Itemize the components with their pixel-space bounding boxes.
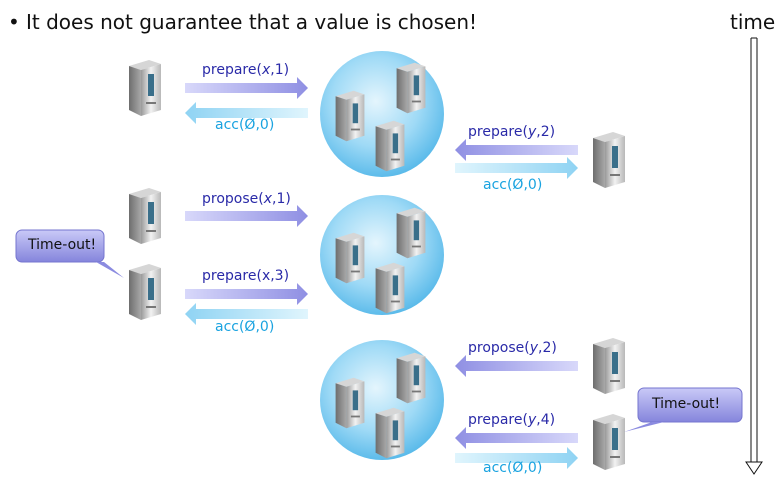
arrow-prepare-y4 <box>455 427 578 449</box>
msg-label: prepare(x,1) <box>202 62 290 78</box>
msg-label: propose(y,2) <box>468 340 557 356</box>
time-label: time <box>730 10 776 34</box>
arrow-acc-2 <box>455 157 578 179</box>
msg-label: acc(Ø,0) <box>483 460 543 476</box>
msg-label: prepare(y,4) <box>468 412 556 428</box>
timeout-callout-right <box>624 387 743 432</box>
bullet-statement: •It does not guarantee that a value is c… <box>8 10 477 34</box>
timeout-label-left: Time-out! <box>28 237 97 253</box>
arrow-acc-3 <box>185 303 308 325</box>
timeout-callout-left <box>15 229 124 278</box>
arrow-propose-y2 <box>455 355 578 377</box>
arrow-prepare-x1 <box>185 77 308 99</box>
time-arrow <box>745 37 763 475</box>
arrow-prepare-y2 <box>455 139 578 161</box>
proposer-x-server-3 <box>129 264 161 320</box>
msg-label: acc(Ø,0) <box>483 177 543 193</box>
msg-label: propose(x,1) <box>202 191 291 207</box>
msg-label: prepare(x,3) <box>202 268 290 284</box>
proposer-y-server-1 <box>593 132 625 188</box>
proposer-y-server-3 <box>593 414 625 470</box>
bullet-text: It does not guarantee that a value is ch… <box>26 10 478 34</box>
bullet-symbol: • <box>8 10 20 34</box>
timeout-label-right: Time-out! <box>652 396 721 412</box>
arrow-prepare-x3 <box>185 283 308 305</box>
msg-label: prepare(y,2) <box>468 124 556 140</box>
arrow-acc-4 <box>455 447 578 469</box>
msg-label: acc(Ø,0) <box>215 319 275 335</box>
arrow-propose-x1 <box>185 205 308 227</box>
proposer-y-server-2 <box>593 338 625 394</box>
msg-label: acc(Ø,0) <box>215 117 275 133</box>
arrow-acc-1 <box>185 102 308 124</box>
proposer-x-server-2 <box>129 188 161 244</box>
proposer-x-server-1 <box>129 60 161 116</box>
